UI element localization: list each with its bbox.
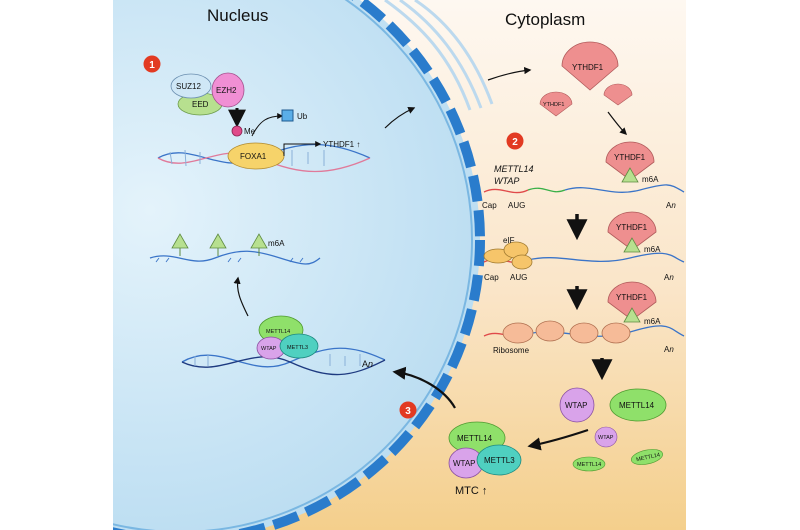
step-badge-1: 1 bbox=[143, 55, 161, 73]
svg-text:YTHDF1: YTHDF1 bbox=[616, 223, 648, 232]
ythdf1-small-right bbox=[603, 83, 633, 106]
polya-label-nucleus: An bbox=[362, 359, 373, 369]
nuclear-envelope-inner bbox=[113, 0, 473, 530]
nucleus-title: Nucleus bbox=[207, 6, 268, 25]
mettl14-protein-small-right: METTL14 bbox=[630, 449, 664, 465]
ub-label: Ub bbox=[297, 112, 308, 121]
svg-text:YTHDF1: YTHDF1 bbox=[616, 293, 648, 302]
ythdf1-bound-2: YTHDF1 bbox=[607, 211, 657, 253]
nucleus-body bbox=[113, 0, 480, 530]
aug-label-1: AUG bbox=[508, 201, 525, 210]
cap-label-2: Cap bbox=[484, 273, 499, 282]
polya-label-3: An bbox=[664, 345, 674, 354]
mettl14-mrna-label: METTL14 bbox=[494, 164, 534, 174]
suz12-label: SUZ12 bbox=[176, 82, 201, 91]
mettl14-label: METTL14 bbox=[266, 329, 290, 335]
svg-text:METTL14: METTL14 bbox=[577, 462, 601, 468]
eif-complex bbox=[483, 241, 533, 270]
svg-text:WTAP: WTAP bbox=[565, 401, 588, 410]
mettl14-protein-small-left: METTL14 bbox=[572, 456, 606, 472]
cytoplasm-title: Cytoplasm bbox=[505, 10, 585, 29]
wtap-mrna-label: WTAP bbox=[494, 176, 519, 186]
dna-helix-lower bbox=[181, 347, 386, 376]
wtap-protein-product: WTAP bbox=[559, 387, 595, 423]
suz12-protein bbox=[170, 73, 212, 99]
svg-text:METTL14: METTL14 bbox=[636, 452, 661, 463]
prc2-complex: SUZ12 EZH2 EED bbox=[170, 72, 245, 116]
polya-label-2: An bbox=[664, 273, 674, 282]
mtc-up-label: MTC ↑ bbox=[455, 485, 487, 497]
wtap-label: WTAP bbox=[261, 346, 277, 352]
endoplasmic-reticulum bbox=[384, 0, 494, 111]
m6a-label-nucleus: m6A bbox=[268, 239, 285, 248]
ribosome bbox=[502, 322, 534, 344]
svg-text:1: 1 bbox=[149, 60, 155, 71]
svg-text:YTHDF1: YTHDF1 bbox=[543, 102, 564, 108]
aug-label-2: AUG bbox=[510, 273, 527, 282]
mettl3-protein bbox=[279, 333, 319, 359]
ythdf1-up-label: YTHDF1 ↑ bbox=[323, 140, 360, 149]
svg-text:WTAP: WTAP bbox=[598, 435, 614, 441]
mettl3-label: METTL3 bbox=[287, 345, 308, 351]
mtc-import-arrow bbox=[392, 366, 456, 409]
ribosome bbox=[569, 322, 599, 344]
ythdf1-bound-1: YTHDF1 bbox=[605, 141, 655, 183]
m6a-label-1: m6A bbox=[642, 175, 659, 184]
methyl-group bbox=[231, 125, 243, 137]
me-label: Me bbox=[244, 127, 256, 136]
svg-text:YTHDF1: YTHDF1 bbox=[572, 63, 604, 72]
ribosome bbox=[601, 322, 631, 344]
svg-text:YTHDF1: YTHDF1 bbox=[614, 153, 646, 162]
ythdf1-binding-arrow bbox=[607, 111, 628, 136]
m6a-label-3: m6A bbox=[644, 317, 661, 326]
mettl14-protein-product: METTL14 bbox=[609, 388, 667, 422]
ythdf1-export-arrow bbox=[487, 66, 532, 81]
svg-text:METTL14: METTL14 bbox=[457, 434, 493, 443]
ezh2-label: EZH2 bbox=[216, 86, 237, 95]
svg-text:2: 2 bbox=[512, 137, 518, 148]
foxa1-export-arrow bbox=[384, 107, 416, 129]
step-badge-3: 3 bbox=[399, 401, 417, 419]
methylation-arrow bbox=[233, 276, 249, 317]
mtc-complex-nucleus: METTL14 WTAP METTL3 bbox=[256, 315, 319, 360]
cap-label-1: Cap bbox=[482, 201, 497, 210]
mrna-transcript-1 bbox=[483, 184, 685, 194]
ribosomes bbox=[502, 320, 631, 344]
ribosome-label: Ribosome bbox=[493, 346, 530, 355]
ubiquitination-arrow bbox=[251, 113, 284, 137]
nuclear-envelope bbox=[113, 0, 485, 530]
ubiquitin-square bbox=[281, 109, 294, 122]
m6a-rna-nucleus bbox=[149, 233, 321, 265]
ribosome bbox=[535, 320, 565, 342]
wtap-protein-small: WTAP bbox=[594, 426, 618, 448]
polya-label-1: An bbox=[666, 201, 676, 210]
ythdf1-large: YTHDF1 bbox=[561, 41, 619, 91]
transcription-arrow bbox=[283, 141, 322, 156]
ythdf1-small-left: YTHDF1 bbox=[539, 91, 573, 117]
svg-text:METTL14: METTL14 bbox=[619, 401, 655, 410]
eed-label: EED bbox=[192, 100, 209, 109]
svg-text:WTAP: WTAP bbox=[453, 459, 476, 468]
svg-text:3: 3 bbox=[405, 406, 411, 417]
assembly-arrow bbox=[527, 428, 589, 451]
foxa1-label: FOXA1 bbox=[240, 152, 267, 161]
mettl3-protein bbox=[476, 444, 522, 476]
step-badge-2: 2 bbox=[506, 132, 524, 150]
ezh2-protein bbox=[211, 72, 245, 108]
svg-text:METTL3: METTL3 bbox=[484, 456, 515, 465]
m6a-label-2: m6A bbox=[644, 245, 661, 254]
mtc-complex-cytoplasm: METTL14 WTAP METTL3 bbox=[448, 421, 522, 479]
eif-label: eIF bbox=[503, 236, 515, 245]
ythdf1-bound-3: YTHDF1 bbox=[607, 281, 657, 323]
